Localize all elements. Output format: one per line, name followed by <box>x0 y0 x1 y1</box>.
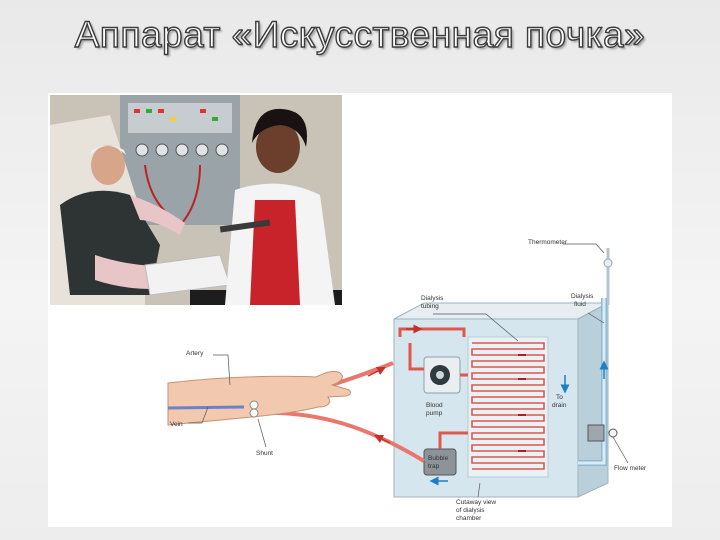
patient-arm <box>130 195 185 235</box>
shunt-label: Shunt <box>256 450 273 457</box>
thermometer-icon <box>603 248 613 305</box>
thermometer-label: Thermometer <box>528 239 568 246</box>
machine-lights <box>134 109 218 121</box>
shunt-connector <box>249 400 259 418</box>
cutaway-label-line3: chamber <box>456 515 482 522</box>
patient-arm-diagram <box>167 370 351 426</box>
dialysate-flow-arrows <box>429 360 609 486</box>
blood-pump-label-line2: pump <box>426 410 443 417</box>
vein-label: Vein <box>170 421 183 428</box>
dialysis-photo-drawing <box>50 95 342 305</box>
bubble-trap-label-line2: trap <box>428 463 440 470</box>
dialysis-fluid-label-line1: Dialysis <box>571 293 594 300</box>
patient-hair <box>90 145 126 155</box>
nurse-clipboard <box>219 219 271 233</box>
blood-tubing-tank <box>398 324 468 449</box>
artery-label: Artery <box>186 350 204 357</box>
cutaway-label-line1: Cutaway view <box>456 499 496 506</box>
blood-pump <box>423 356 461 394</box>
dialysis-fluid-label-line2: fluid <box>574 301 586 308</box>
flow-meter-icon <box>587 424 618 442</box>
machine-dials <box>135 143 229 157</box>
to-drain-label-line2: drain <box>552 402 567 409</box>
dialysis-coil <box>467 336 549 478</box>
nurse-hair <box>252 108 307 147</box>
vein-line <box>167 405 245 410</box>
nurse-face <box>256 121 300 173</box>
bubble-trap-label-line1: Bubble <box>428 455 449 462</box>
to-drain-label-line1: To <box>556 394 563 401</box>
slide-title: Аппарат «Искусственная почка» <box>74 13 646 55</box>
cutaway-label-line2: of dialysis <box>456 507 485 514</box>
patient-head <box>91 145 125 185</box>
bubble-trap <box>423 448 457 476</box>
artificial-kidney-diagram: Thermometer Dialysis tubing Dialysis flu… <box>167 239 647 522</box>
dialysis-tubing-label-line1: Dialysis <box>421 295 444 302</box>
flow-meter-label: Flow meter <box>614 465 647 472</box>
leader-lines <box>188 243 629 498</box>
dialysis-photo <box>50 95 342 305</box>
dialysis-tubing-label-line2: tubing <box>421 303 439 310</box>
blood-pump-label-line1: Blood <box>426 402 443 409</box>
dialysis-fluid-pipe <box>578 298 607 466</box>
